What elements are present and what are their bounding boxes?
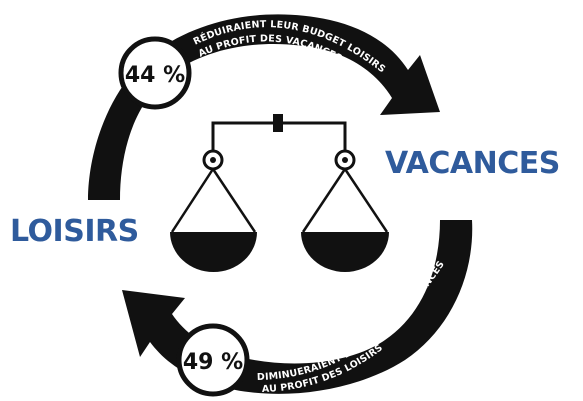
bottom-stat-badge: 49 %: [176, 323, 250, 397]
balance-scale-icon: [170, 114, 389, 272]
vacances-label: VACANCES: [385, 146, 560, 181]
top-stat-badge: 44 %: [118, 36, 192, 110]
loisirs-label: LOISIRS: [10, 214, 139, 249]
top-stat-percent: 44 %: [125, 63, 185, 88]
bottom-stat-percent: 49 %: [183, 350, 243, 375]
